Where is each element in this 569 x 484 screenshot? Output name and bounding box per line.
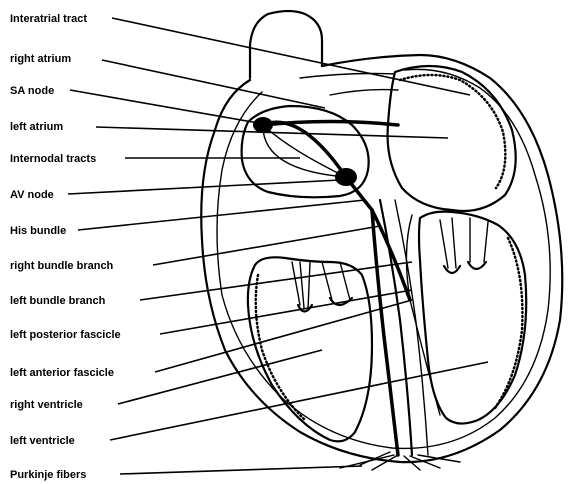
interatrial-conduction — [263, 122, 398, 126]
leader-sa-node — [70, 90, 258, 123]
interatrial-band-lower — [330, 90, 398, 95]
label-right-atrium: right atrium — [10, 53, 71, 65]
label-sa-node: SA node — [10, 85, 54, 97]
label-right-bundle-branch: right bundle branch — [10, 260, 114, 272]
leader-left-ventricle — [110, 362, 488, 440]
label-purkinje-fibers: Purkinje fibers — [10, 469, 86, 481]
label-left-bundle-branch: left bundle branch — [10, 295, 106, 307]
internodal-tract-1 — [263, 122, 346, 177]
left-atrium-chamber — [388, 66, 516, 211]
leader-left-atrium — [96, 127, 448, 138]
leader-left-anterior-fascicle — [155, 300, 412, 372]
leader-interatrial-tract — [112, 18, 470, 95]
label-left-atrium: left atrium — [10, 121, 63, 133]
leader-right-ventricle — [118, 350, 322, 404]
label-interatrial-tract: Interatrial tract — [10, 13, 87, 25]
labels: Interatrial tract right atrium SA node l… — [10, 13, 121, 481]
tricuspid-chordae — [292, 262, 352, 312]
label-his-bundle: His bundle — [10, 225, 66, 237]
leader-left-bundle-branch — [140, 262, 412, 300]
heart-illustration — [201, 11, 562, 470]
left-ventricle-stipple — [495, 238, 522, 408]
leader-his-bundle — [78, 200, 365, 230]
leader-purkinje-fibers — [120, 466, 362, 474]
aorta-outline — [250, 11, 322, 78]
mitral-chordae — [440, 218, 488, 273]
label-left-ventricle: left ventricle — [10, 435, 75, 447]
label-left-anterior-fascicle: left anterior fascicle — [10, 367, 114, 379]
label-internodal-tracts: Internodal tracts — [10, 153, 96, 165]
label-av-node: AV node — [10, 189, 54, 201]
right-bundle-branch-path — [372, 210, 398, 455]
label-right-ventricle: right ventricle — [10, 399, 83, 411]
right-ventricle-chamber — [248, 257, 372, 441]
label-left-posterior-fascicle: left posterior fascicle — [10, 329, 121, 341]
leader-left-posterior-fascicle — [160, 290, 412, 334]
